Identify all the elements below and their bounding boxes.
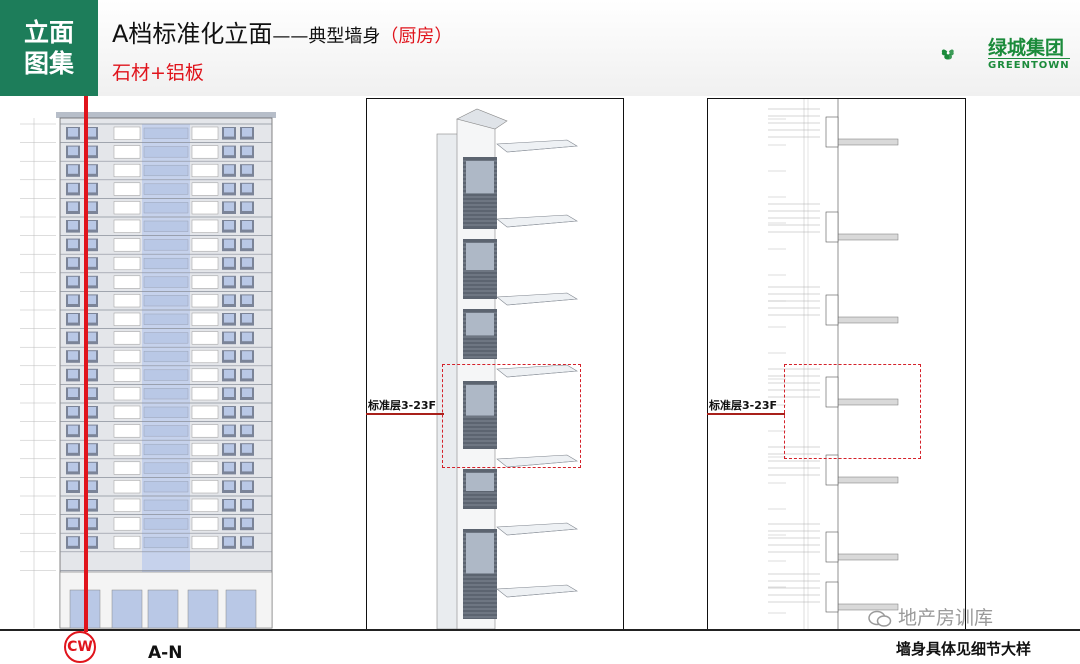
title-main: A档标准化立面: [112, 20, 273, 48]
page-header: 立面 图集 A档标准化立面——典型墙身（厨房） 石材+铝板 绿城集团 GREEN…: [0, 0, 1080, 96]
page-subtitle: 石材+铝板: [112, 62, 204, 84]
right-highlight-box: [784, 364, 921, 459]
section-tag-line1: 立面: [23, 18, 74, 47]
watermark-text: 地产房训库: [898, 607, 994, 629]
middle-floor-label: 标准层3-23F: [368, 399, 437, 412]
wechat-icon: [868, 610, 892, 628]
middle-label-leader: [366, 413, 444, 415]
watermark: 地产房训库: [868, 603, 993, 630]
wall-section-drawing: [768, 99, 899, 629]
middle-highlight-box: [442, 364, 581, 468]
ground-baseline: [0, 629, 1080, 631]
right-label-leader: [707, 413, 785, 415]
section-tag-line2: 图集: [23, 49, 74, 78]
clover-logo-icon: [941, 49, 954, 60]
elevation-name: A-N: [148, 643, 183, 663]
title-paren: （厨房）: [380, 26, 453, 47]
right-floor-label: 标准层3-23F: [709, 399, 778, 412]
section-tag: 立面 图集: [0, 0, 98, 96]
footer-note: 墙身具体见细节大样: [896, 640, 1032, 658]
title-sub: ——典型墙身: [272, 26, 381, 47]
logo-text: 绿城集团: [988, 37, 1065, 59]
elevation-drawing: [20, 112, 276, 629]
wall-3d-drawing: [436, 108, 578, 629]
building-elevation: [20, 112, 276, 629]
page-title: A档标准化立面——典型墙身（厨房）: [112, 14, 452, 49]
cw-red-line: [84, 96, 88, 632]
logo-en: GREENTOWN: [988, 58, 1070, 71]
cw-marker: CW: [64, 631, 96, 663]
